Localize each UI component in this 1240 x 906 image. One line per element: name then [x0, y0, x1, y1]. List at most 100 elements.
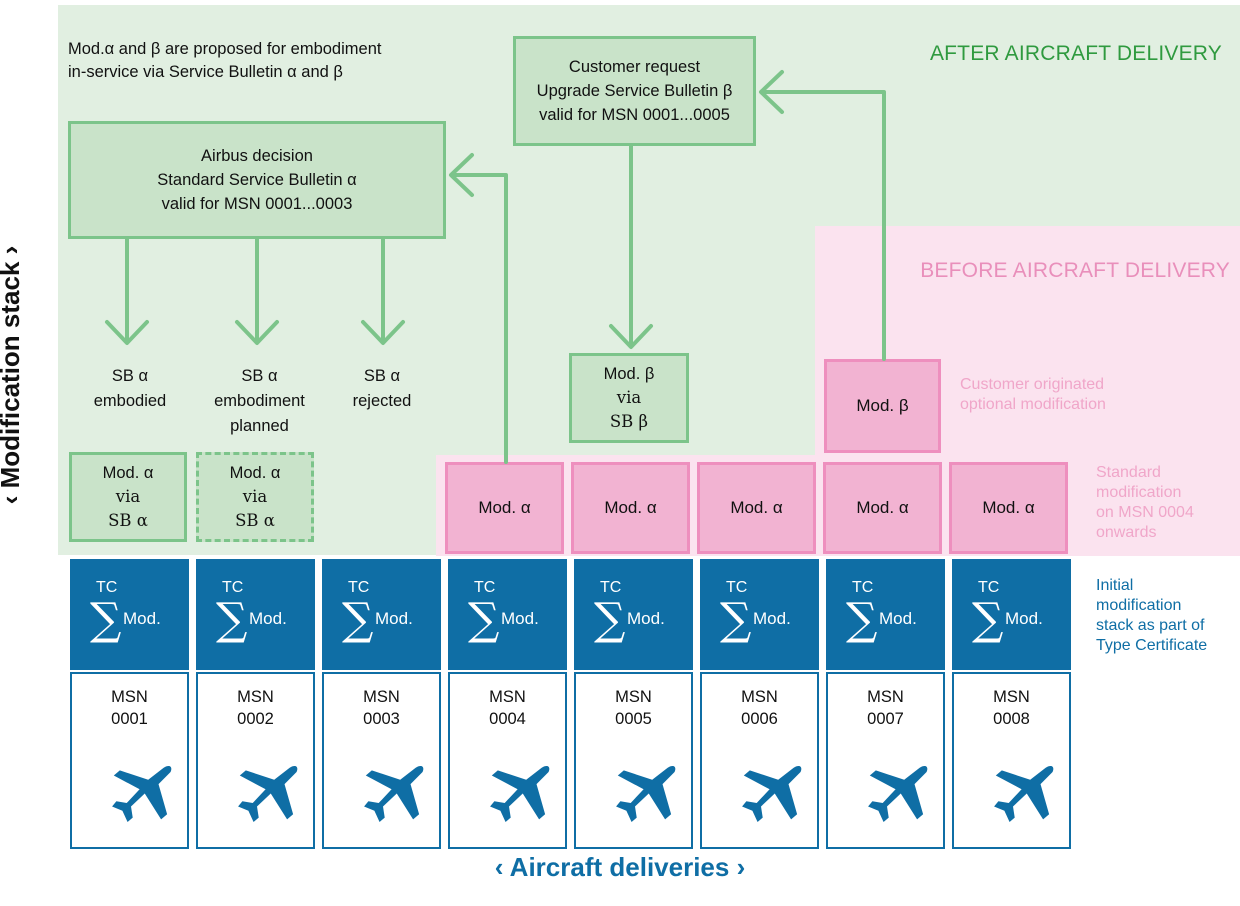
- msn-number: 0002: [237, 710, 274, 728]
- mod-via-sb-line: Mod. α: [229, 464, 281, 482]
- mod-via-sb-line: SB α: [108, 511, 148, 530]
- note-line: Standard: [1096, 464, 1161, 481]
- sigma-icon: ∑: [342, 594, 374, 645]
- mod-via-sb-line: via: [616, 388, 642, 407]
- tc-label: TC: [222, 579, 244, 596]
- msn-word: MSN: [867, 688, 904, 706]
- initial-stack-note: Initial modification stack as part of Ty…: [1096, 576, 1207, 656]
- note-line: modification: [1096, 484, 1182, 501]
- mod-alpha-label: Mod. α: [730, 498, 783, 517]
- msn-number: 0006: [741, 710, 778, 728]
- mod-beta-optional-box: Mod. β: [824, 359, 941, 453]
- airplane-icon: [592, 762, 678, 832]
- note-line: onwards: [1096, 524, 1157, 541]
- sb-outcome-line: SB α: [111, 367, 149, 385]
- sb-outcome-planned: SB α embodiment planned: [197, 364, 322, 439]
- aircraft-msn-0001: MSN 0001: [70, 672, 189, 849]
- msn-word: MSN: [993, 688, 1030, 706]
- airplane-icon: [844, 762, 930, 832]
- intro-text: Mod.α and β are proposed for embodiment …: [68, 38, 488, 84]
- mod-via-sb-line: SB β: [609, 412, 649, 431]
- sb-outcome-line: rejected: [352, 392, 412, 410]
- tc-label: TC: [852, 579, 874, 596]
- mod-via-sb-line: Mod. α: [102, 464, 154, 482]
- aircraft-msn-0007: MSN 0007: [826, 672, 945, 849]
- note-line: Customer originated: [960, 376, 1105, 393]
- tc-mod-label: Mod.: [123, 609, 161, 628]
- mod-alpha-label: Mod. α: [856, 498, 909, 517]
- sb-outcome-embodied: SB α embodied: [70, 364, 190, 414]
- aircraft-msn-0008: MSN 0008: [952, 672, 1071, 849]
- airplane-icon: [340, 762, 426, 832]
- mod-via-sb-line: via: [242, 487, 268, 506]
- note-line: on MSN 0004: [1096, 504, 1194, 521]
- msn-label: MSN 0008: [954, 686, 1069, 730]
- sb-outcome-line: planned: [230, 417, 289, 435]
- note-line: optional modification: [960, 396, 1106, 413]
- sb-outcome-rejected: SB α rejected: [322, 364, 442, 414]
- note-line: Type Certificate: [1096, 637, 1208, 654]
- tc-box-msn-0001: TC∑Mod.: [70, 559, 189, 670]
- mod-via-sb-line: Mod. β: [603, 365, 655, 383]
- msn-number: 0007: [867, 710, 904, 728]
- intro-line-2: in-service via Service Bulletin α and β: [68, 63, 343, 81]
- note-line: Initial: [1096, 577, 1134, 594]
- tc-box-msn-0002: TC∑Mod.: [196, 559, 315, 670]
- mod-alpha-via-sb-embodied: Mod. α via SB α: [69, 452, 187, 542]
- msn-number: 0008: [993, 710, 1030, 728]
- msn-number: 0004: [489, 710, 526, 728]
- msn-number: 0003: [363, 710, 400, 728]
- msn-number: 0005: [615, 710, 652, 728]
- tc-box-msn-0008: TC∑Mod.: [952, 559, 1071, 670]
- msn-label: MSN 0001: [72, 686, 187, 730]
- tc-mod-label: Mod.: [249, 609, 287, 628]
- airplane-icon: [214, 762, 300, 832]
- aircraft-msn-0002: MSN 0002: [196, 672, 315, 849]
- standard-modification-note: Standard modification on MSN 0004 onward…: [1096, 463, 1194, 543]
- airbus-decision-line-3: valid for MSN 0001...0003: [161, 195, 353, 213]
- sb-outcome-line: SB α: [241, 367, 278, 385]
- mod-alpha-msn-0008: Mod. α: [949, 462, 1068, 554]
- msn-word: MSN: [111, 688, 148, 706]
- msn-word: MSN: [237, 688, 274, 706]
- after-delivery-label: AFTER AIRCRAFT DELIVERY: [929, 42, 1222, 65]
- airbus-decision-line-2: Standard Service Bulletin α: [157, 171, 357, 189]
- sigma-icon: ∑: [972, 594, 1004, 645]
- customer-request-line-1: Customer request: [568, 58, 701, 76]
- airplane-icon: [88, 762, 174, 832]
- msn-number: 0001: [111, 710, 148, 728]
- tc-label: TC: [726, 579, 748, 596]
- before-delivery-label: BEFORE AIRCRAFT DELIVERY: [920, 259, 1230, 282]
- note-line: stack as part of: [1096, 617, 1205, 634]
- airbus-decision-box: Airbus decision Standard Service Bulleti…: [68, 121, 446, 239]
- mod-via-sb-line: via: [115, 487, 141, 506]
- note-line: modification: [1096, 597, 1182, 614]
- sigma-icon: ∑: [720, 594, 752, 645]
- mod-alpha-label: Mod. α: [478, 498, 531, 517]
- mod-alpha-via-sb-planned: Mod. α via SB α: [196, 452, 314, 542]
- sb-outcome-line: embodied: [93, 392, 167, 410]
- tc-label: TC: [96, 579, 118, 596]
- aircraft-msn-0005: MSN 0005: [574, 672, 693, 849]
- mod-beta-via-sb-beta: Mod. β via SB β: [569, 353, 689, 443]
- customer-request-line-2: Upgrade Service Bulletin β: [536, 82, 733, 100]
- mod-alpha-msn-0007: Mod. α: [823, 462, 942, 554]
- sigma-icon: ∑: [594, 594, 626, 645]
- mod-via-sb-line: SB α: [235, 511, 275, 530]
- airplane-icon: [970, 762, 1056, 832]
- tc-label: TC: [474, 579, 496, 596]
- sb-outcome-line: SB α: [363, 367, 401, 385]
- tc-box-msn-0006: TC∑Mod.: [700, 559, 819, 670]
- airplane-icon: [718, 762, 804, 832]
- tc-label: TC: [978, 579, 1000, 596]
- x-axis-label: ‹ Aircraft deliveries ›: [494, 852, 746, 882]
- mod-alpha-label: Mod. α: [982, 498, 1035, 517]
- msn-word: MSN: [615, 688, 652, 706]
- msn-label: MSN 0005: [576, 686, 691, 730]
- customer-request-box: Customer request Upgrade Service Bulleti…: [513, 36, 756, 146]
- tc-box-msn-0005: TC∑Mod.: [574, 559, 693, 670]
- mod-beta-label: Mod. β: [856, 396, 909, 415]
